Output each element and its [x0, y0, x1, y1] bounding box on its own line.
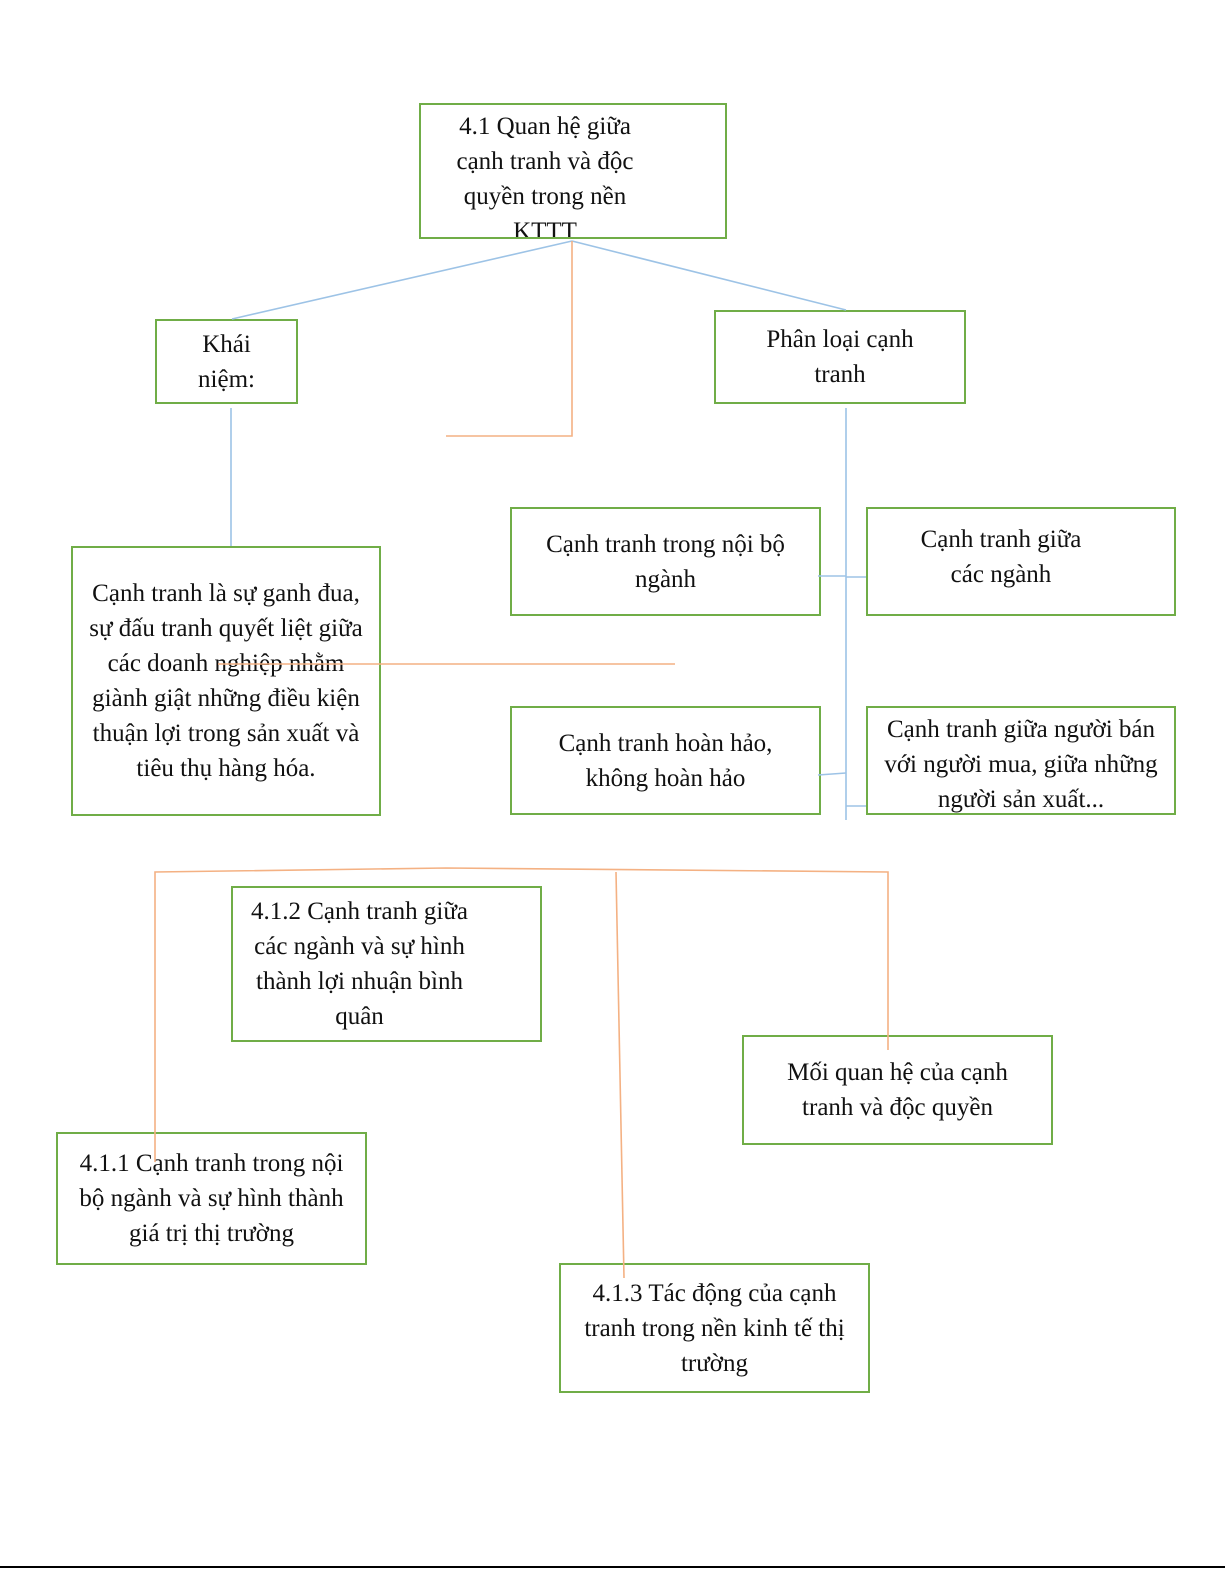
connector-trunk-to-hoan-hao: [817, 772, 847, 776]
node-4-1-1-label: 4.1.1 Cạnh tranh trong nội bộ ngành và s…: [79, 1150, 344, 1247]
node-noi-bo-nganh-label: Cạnh tranh trong nội bộ ngành: [546, 530, 785, 593]
node-nguoi-ban-mua: Cạnh tranh giữa người bán với người mua,…: [866, 706, 1176, 815]
connector-root-to-khai-niem: [231, 240, 573, 320]
node-moi-quan-he: Mối quan hệ của cạnh tranh và độc quyền: [742, 1035, 1053, 1145]
node-hoan-hao: Cạnh tranh hoàn hảo, không hoàn hảo: [510, 706, 821, 815]
node-phan-loai: Phân loại cạnh tranh: [714, 310, 966, 404]
node-khai-niem: Khái niệm:: [155, 319, 298, 404]
node-hoan-hao-label: Cạnh tranh hoàn hảo, không hoàn hảo: [558, 729, 773, 792]
connector-orange-to-413: [615, 871, 625, 1279]
page-bottom-rule: [0, 1566, 1225, 1568]
node-root-label: 4.1 Quan hệ giữa cạnh tranh và độc quyền…: [456, 113, 634, 239]
node-nguoi-ban-mua-label: Cạnh tranh giữa người bán với người mua,…: [884, 716, 1158, 813]
node-giua-cac-nganh: Cạnh tranh giữa các ngành: [866, 507, 1176, 616]
node-khai-niem-label: Khái niệm:: [198, 330, 255, 393]
node-4-1-3-label: 4.1.3 Tác động của cạnh tranh trong nền …: [584, 1279, 845, 1377]
node-root: 4.1 Quan hệ giữa cạnh tranh và độc quyền…: [419, 103, 727, 239]
node-noi-bo-nganh: Cạnh tranh trong nội bộ ngành: [510, 507, 821, 616]
connector-orange-root-drop: [446, 241, 573, 437]
connector-root-to-phan-loai: [571, 240, 847, 311]
node-definition-label: Cạnh tranh là sự ganh đua, sự đấu tranh …: [89, 580, 363, 782]
node-4-1-2-label: 4.1.2 Cạnh tranh giữa các ngành và sự hì…: [251, 898, 468, 1030]
node-moi-quan-he-label: Mối quan hệ của cạnh tranh và độc quyền: [787, 1059, 1008, 1121]
node-4-1-1: 4.1.1 Cạnh tranh trong nội bộ ngành và s…: [56, 1132, 367, 1265]
node-phan-loai-label: Phân loại cạnh tranh: [766, 326, 914, 388]
node-4-1-2: 4.1.2 Cạnh tranh giữa các ngành và sự hì…: [231, 886, 542, 1042]
node-giua-cac-nganh-label: Cạnh tranh giữa các ngành: [920, 525, 1082, 588]
node-4-1-3: 4.1.3 Tác động của cạnh tranh trong nền …: [559, 1263, 870, 1393]
node-definition: Cạnh tranh là sự ganh đua, sự đấu tranh …: [71, 546, 381, 816]
